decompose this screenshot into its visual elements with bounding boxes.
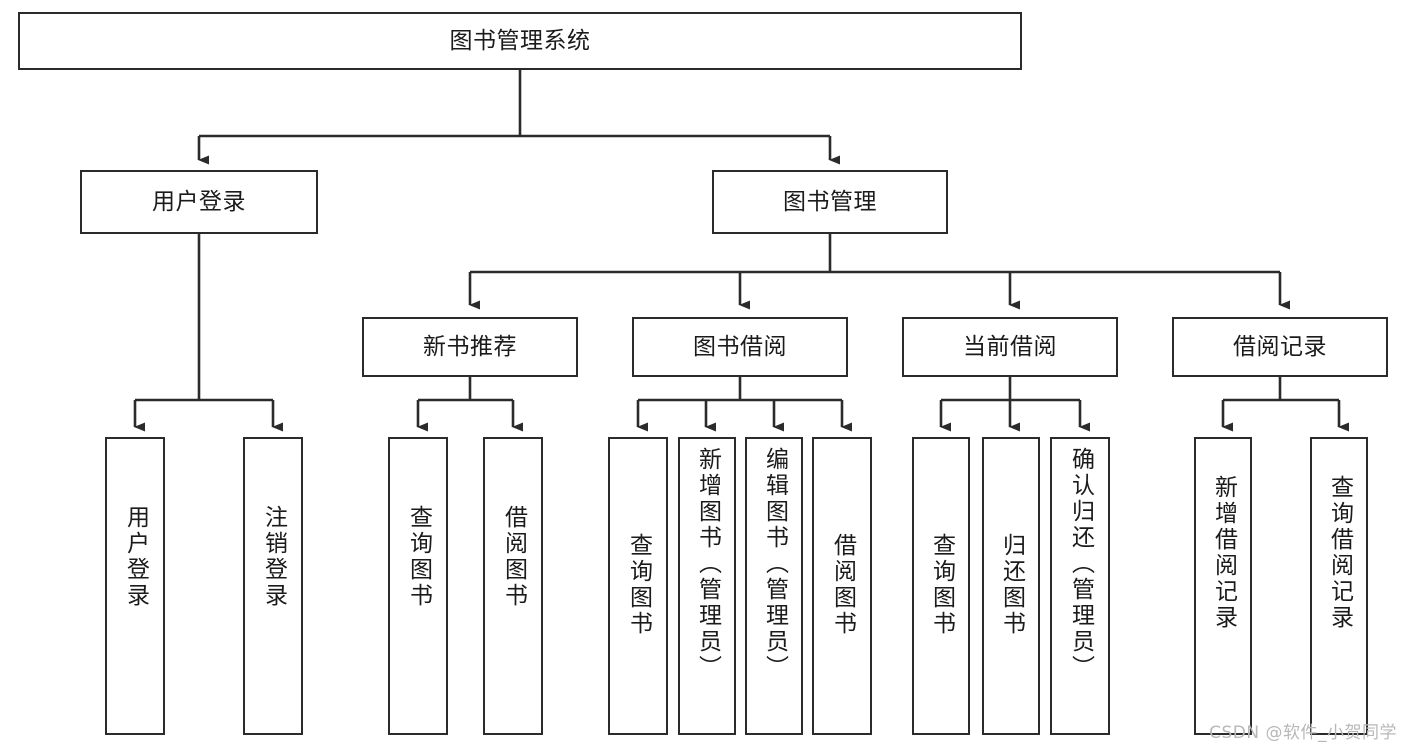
- leaf-logout[interactable]: 注销登录: [243, 437, 303, 735]
- node-label: 借阅记录: [1233, 333, 1327, 360]
- watermark-text: CSDN @软件_小贺同学: [1209, 723, 1397, 743]
- node-label: 注销登录: [260, 505, 287, 609]
- node-label: 图书借阅: [693, 333, 787, 360]
- node-label: 查询图书: [928, 533, 955, 637]
- leaf-user-login[interactable]: 用户登录: [105, 437, 165, 735]
- node-new-book-recommend[interactable]: 新书推荐: [362, 317, 578, 377]
- node-label: 查询图书: [405, 505, 432, 609]
- node-label: 图书管理: [783, 188, 877, 215]
- leaf-return-book[interactable]: 归还图书: [982, 437, 1040, 735]
- leaf-query-book-recommend[interactable]: 查询图书: [388, 437, 448, 735]
- node-label: 新书推荐: [423, 333, 517, 360]
- node-label: 图书管理系统: [449, 27, 591, 54]
- node-label: 编辑图书（管理员）: [761, 447, 788, 681]
- node-label: 归还图书: [998, 533, 1025, 637]
- leaf-query-book-borrow[interactable]: 查询图书: [608, 437, 668, 735]
- leaf-add-borrow-record[interactable]: 新增借阅记录: [1194, 437, 1252, 735]
- node-label: 借阅图书: [500, 505, 527, 609]
- leaf-query-borrow-record[interactable]: 查询借阅记录: [1310, 437, 1368, 735]
- node-label: 当前借阅: [963, 333, 1057, 360]
- node-book-borrow[interactable]: 图书借阅: [632, 317, 848, 377]
- node-book-management[interactable]: 图书管理: [712, 170, 948, 234]
- node-label: 用户登录: [152, 188, 246, 215]
- leaf-add-book-admin[interactable]: 新增图书（管理员）: [678, 437, 736, 735]
- node-label: 借阅图书: [829, 533, 856, 637]
- leaf-edit-book-admin[interactable]: 编辑图书（管理员）: [745, 437, 803, 735]
- leaf-confirm-return-admin[interactable]: 确认归还（管理员）: [1050, 437, 1110, 735]
- node-current-borrow[interactable]: 当前借阅: [902, 317, 1118, 377]
- node-label: 查询借阅记录: [1326, 475, 1353, 631]
- leaf-query-book-current[interactable]: 查询图书: [912, 437, 970, 735]
- node-label: 用户登录: [122, 505, 149, 609]
- node-root-system[interactable]: 图书管理系统: [18, 12, 1022, 70]
- node-user-login[interactable]: 用户登录: [80, 170, 318, 234]
- leaf-borrow-book[interactable]: 借阅图书: [812, 437, 872, 735]
- node-label: 查询图书: [625, 533, 652, 637]
- node-label: 新增借阅记录: [1210, 475, 1237, 631]
- leaf-borrow-book-recommend[interactable]: 借阅图书: [483, 437, 543, 735]
- node-label: 确认归还（管理员）: [1067, 447, 1094, 681]
- node-label: 新增图书（管理员）: [694, 447, 721, 681]
- node-borrow-records[interactable]: 借阅记录: [1172, 317, 1388, 377]
